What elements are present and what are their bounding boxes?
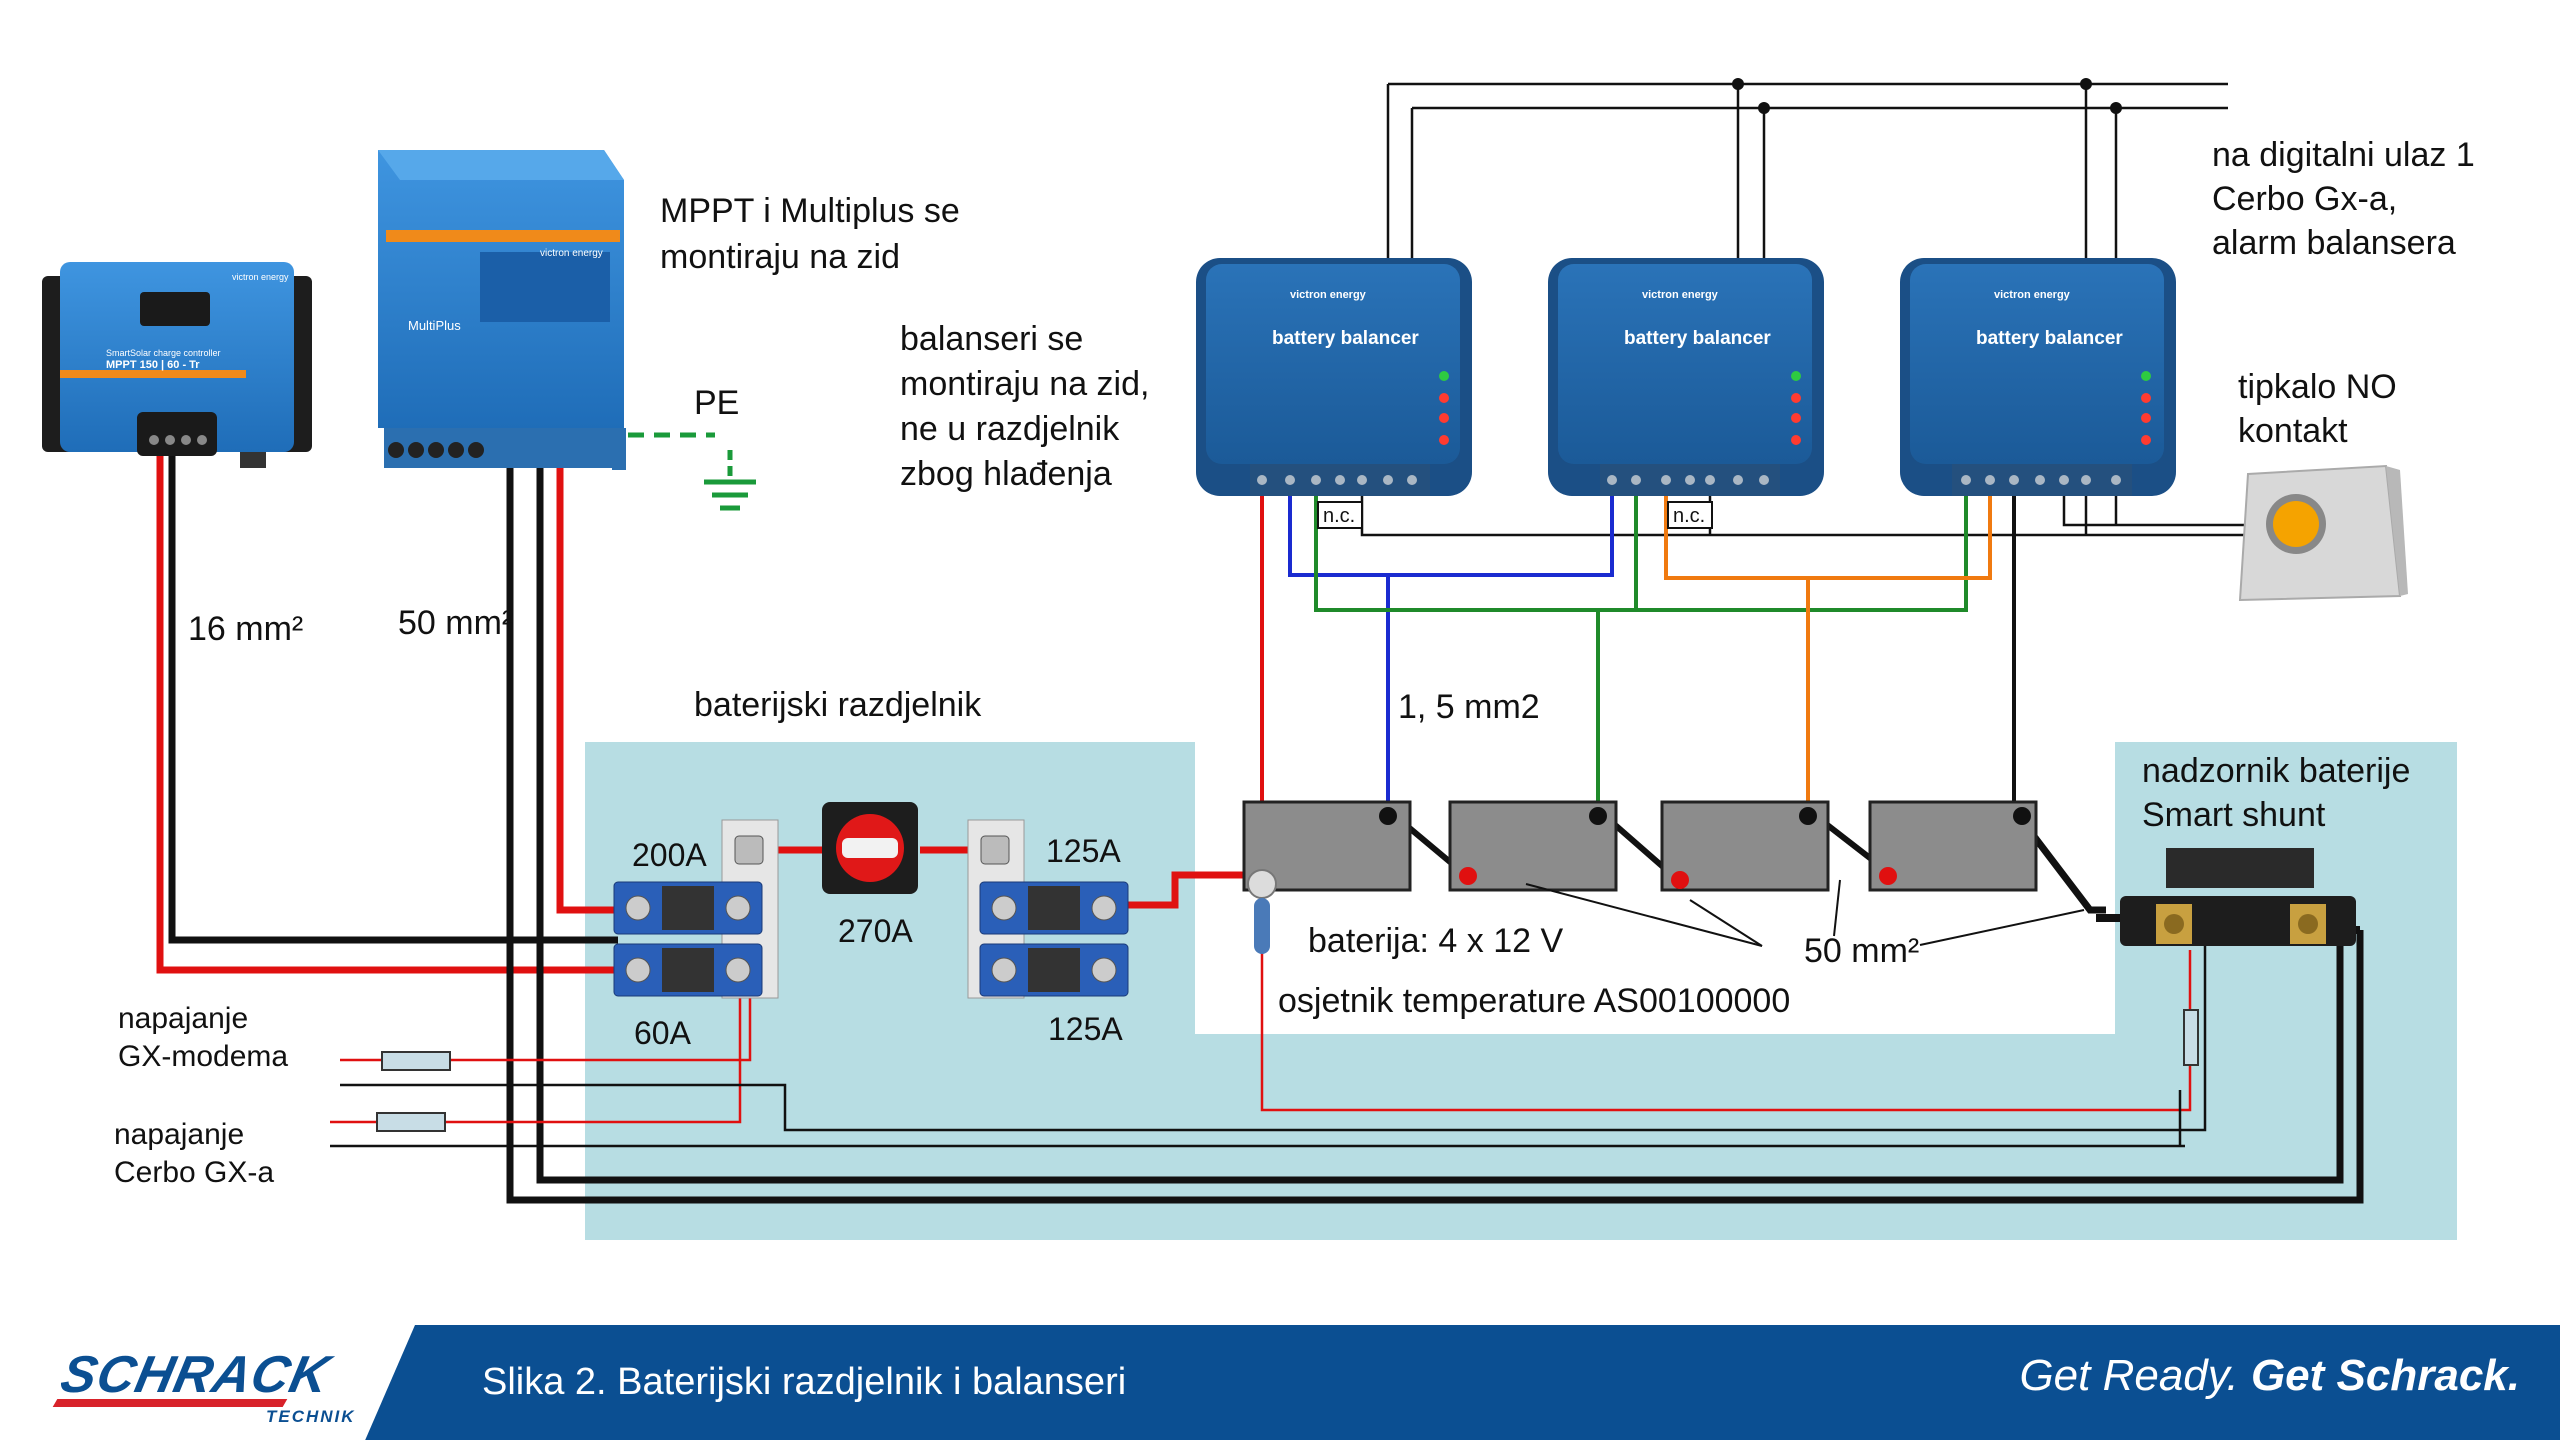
battery-switch <box>822 802 918 894</box>
label-button-2: kontakt <box>2238 412 2348 450</box>
inline-fuses <box>376 1009 2199 1132</box>
balancer-3-title: battery balancer <box>1976 328 2123 349</box>
battery-balancer-2: victron energy battery balancer <box>1548 258 1824 496</box>
label-temp-sensor: osjetnik temperature AS00100000 <box>1278 982 1790 1020</box>
inline-fuse-modem <box>381 1051 451 1071</box>
balancer-2-brand: victron energy <box>1642 289 1719 301</box>
label-fuse-125-top: 125A <box>1046 833 1121 869</box>
mppt-brand: victron energy <box>232 272 289 282</box>
label-digital-input-3: alarm balansera <box>2212 224 2456 262</box>
smart-shunt <box>2120 848 2356 946</box>
label-modem-power-1: napajanje <box>118 1002 248 1035</box>
label-monitor-1: nadzornik baterije <box>2142 752 2410 790</box>
fuse-block-right <box>967 819 1129 999</box>
multiplus-brand: victron energy <box>540 248 603 259</box>
label-balancers-2: montiraju na zid, <box>900 365 1149 403</box>
wiring-junction-dots <box>1732 78 2122 114</box>
label-battery: baterija: 4 x 12 V <box>1308 922 1563 960</box>
label-fuse-60: 60A <box>634 1015 692 1051</box>
slogan-light: Get Ready. <box>2019 1351 2239 1400</box>
label-battery-box: baterijski razdjelnik <box>694 686 982 724</box>
nc-label-1: n.c. <box>1323 505 1355 527</box>
annotation-labels: MPPT i Multiplus se montiraju na zid bala… <box>114 136 2475 1189</box>
multiplus-title: MultiPlus <box>408 318 461 333</box>
label-switch-270: 270A <box>838 913 913 949</box>
schrack-logo: SCHRACK TECHNIK <box>0 1325 415 1440</box>
label-wire-16: 16 mm² <box>188 610 303 648</box>
mppt-title: SmartSolar charge controller <box>106 348 221 358</box>
label-mppt-multiplus-2: montiraju na zid <box>660 238 900 276</box>
pushbutton-no-contact <box>2238 464 2408 602</box>
slogan-bold: Get Schrack. <box>2238 1351 2520 1400</box>
mppt-model: MPPT 150 | 60 - Tr <box>106 359 200 371</box>
label-fuse-125-bottom: 125A <box>1048 1011 1123 1047</box>
fuse-block-left <box>613 819 779 999</box>
mppt-charge-controller: victron energy SmartSolar charge control… <box>42 262 312 468</box>
label-balancers-3: ne u razdjelnik <box>900 410 1120 448</box>
label-wire-50: 50 mm² <box>398 604 513 642</box>
battery-balancer-1: victron energy battery balancer <box>1196 258 1472 496</box>
label-pe: PE <box>694 384 739 422</box>
footer-band <box>0 1325 2560 1440</box>
label-balancers-1: balanseri se <box>900 320 1083 358</box>
logo-subtext: TECHNIK <box>266 1407 356 1426</box>
label-monitor-2: Smart shunt <box>2142 796 2326 834</box>
label-button-1: tipkalo NO <box>2238 368 2397 406</box>
battery-4 <box>1868 800 2038 892</box>
label-mppt-multiplus-1: MPPT i Multiplus se <box>660 192 960 230</box>
nc-label-2: n.c. <box>1673 505 1705 527</box>
pe-ground-icon <box>628 432 756 511</box>
label-cerbo-power-1: napajanje <box>114 1118 244 1151</box>
balancer-1-brand: victron energy <box>1290 289 1367 301</box>
logo-wordmark: SCHRACK <box>55 1346 336 1404</box>
balancer-2-title: battery balancer <box>1624 328 1771 349</box>
balancer-3-brand: victron energy <box>1994 289 2071 301</box>
label-wire-50b: 50 mm² <box>1804 932 1919 970</box>
inline-fuse-cerbo <box>376 1112 446 1132</box>
footer-bar: SCHRACK TECHNIK Slika 2. Baterijski razd… <box>0 1325 2560 1440</box>
label-balancers-4: zbog hlađenja <box>900 455 1112 493</box>
label-wire-15: 1, 5 mm2 <box>1398 688 1540 726</box>
label-digital-input-1: na digitalni ulaz 1 <box>2212 136 2475 174</box>
label-modem-power-2: GX-modema <box>118 1040 288 1073</box>
label-digital-input-2: Cerbo Gx-a, <box>2212 180 2397 218</box>
shunt-fuse <box>2183 1009 2199 1066</box>
wire-arrows <box>1525 879 2085 947</box>
multiplus-inverter: victron energy MultiPlus <box>378 150 626 470</box>
slogan: Get Ready. Get Schrack. <box>2019 1351 2520 1401</box>
battery-2 <box>1448 800 1618 892</box>
label-fuse-200: 200A <box>632 837 707 873</box>
figure-caption: Slika 2. Baterijski razdjelnik i balanse… <box>482 1361 1127 1403</box>
label-cerbo-power-2: Cerbo GX-a <box>114 1156 274 1189</box>
battery-balancer-3: victron energy battery balancer <box>1900 258 2176 496</box>
temperature-sensor-icon <box>1247 869 1277 954</box>
balancer-1-title: battery balancer <box>1272 328 1419 349</box>
